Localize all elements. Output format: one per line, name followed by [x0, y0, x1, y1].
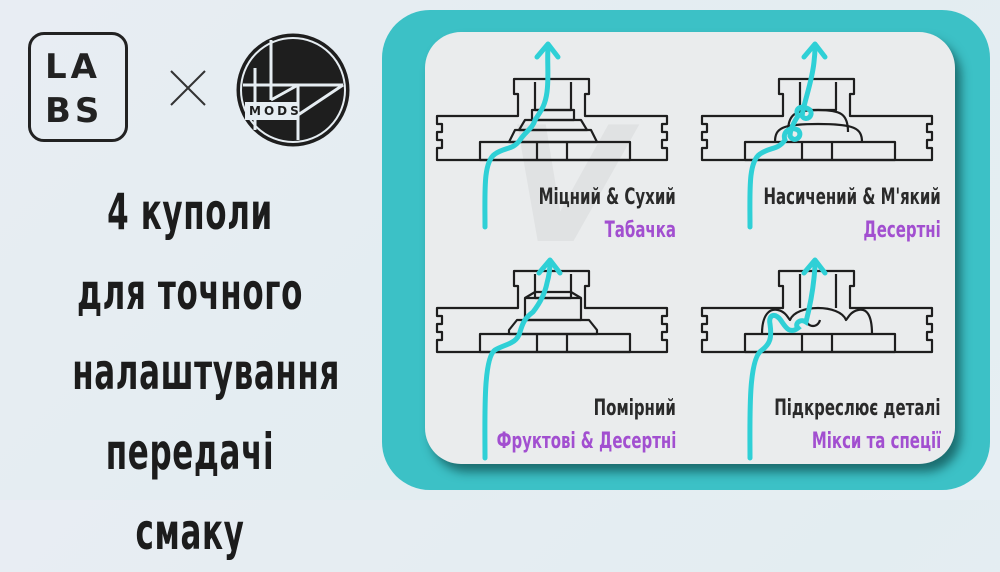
headline-line-3: налаштування	[72, 343, 340, 401]
dome-2-profile: Насичений & М'який	[763, 185, 941, 210]
dome-4-profile: Підкреслює деталі	[774, 396, 941, 421]
brand-logos: LA BS MODS	[28, 30, 358, 150]
dome-3-flavor: Фруктові & Десертні	[496, 429, 676, 454]
left-column: LA BS MODS 4 куполи для точного нал	[0, 0, 380, 561]
dome-2-flavor: Десертні	[863, 218, 941, 243]
dome-diagram-3	[435, 257, 669, 461]
dome-card-2: Насичений & М'який Десертні	[690, 32, 955, 248]
dome-1-profile: Міцний & Сухий	[538, 185, 676, 210]
dome-diagram-4	[700, 257, 934, 461]
labs-logo-line1: LA	[45, 47, 101, 87]
labs-logo: LA BS	[28, 32, 128, 142]
headline-line-4: передачі смаку	[105, 423, 275, 561]
watermark: V	[505, 92, 629, 279]
dome-card-1: Міцний & Сухий Табачка	[425, 32, 690, 248]
dome-diagram-1	[435, 41, 669, 230]
mods-logo-icon	[236, 33, 350, 147]
domes-panel: V Міцний & Сухий Табачка	[425, 32, 955, 464]
headline-line-1: 4 куполи	[107, 183, 273, 241]
dome-card-3: Помірний Фруктові & Десертні	[425, 248, 690, 464]
headline: 4 куполи для точного налаштування переда…	[0, 172, 380, 572]
dome-3-profile: Помірний	[593, 396, 676, 421]
dome-card-4: Підкреслює деталі Мікси та спеції	[690, 248, 955, 464]
mods-logo-text: MODS	[249, 104, 302, 118]
dome-4-flavor: Мікси та спеції	[811, 429, 941, 454]
mods-logo: MODS	[233, 30, 353, 150]
dome-diagram-2	[700, 41, 934, 230]
headline-line-2: для точного	[76, 263, 304, 321]
dome-1-flavor: Табачка	[604, 218, 676, 243]
collab-x-icon	[170, 70, 206, 106]
labs-logo-line2: BS	[45, 91, 104, 131]
